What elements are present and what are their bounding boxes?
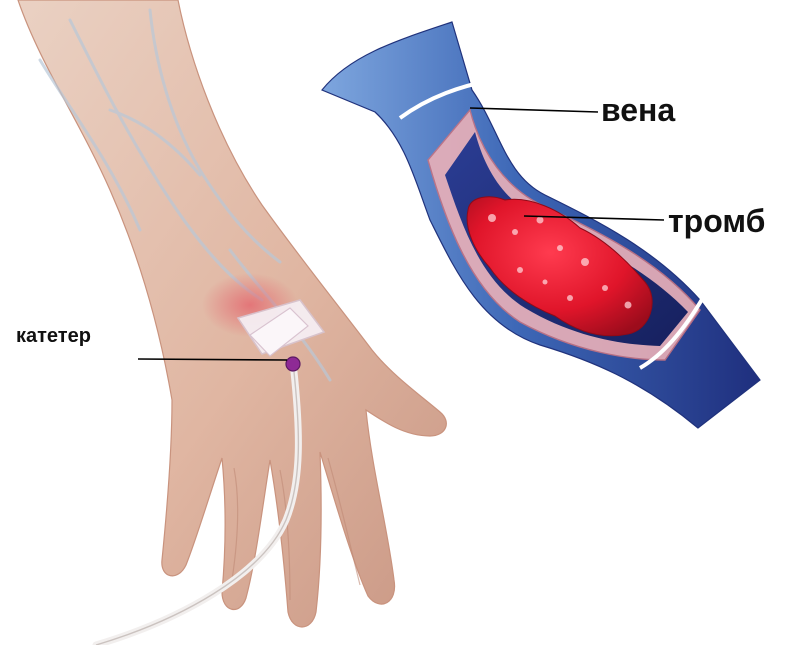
- label-thrombus: тромб: [668, 203, 765, 240]
- label-vein: вена: [601, 92, 675, 129]
- leader-line-vein: [470, 108, 598, 112]
- label-catheter: катетер: [16, 325, 91, 348]
- leader-line-catheter: [138, 359, 287, 360]
- catheter-hub: [286, 357, 300, 371]
